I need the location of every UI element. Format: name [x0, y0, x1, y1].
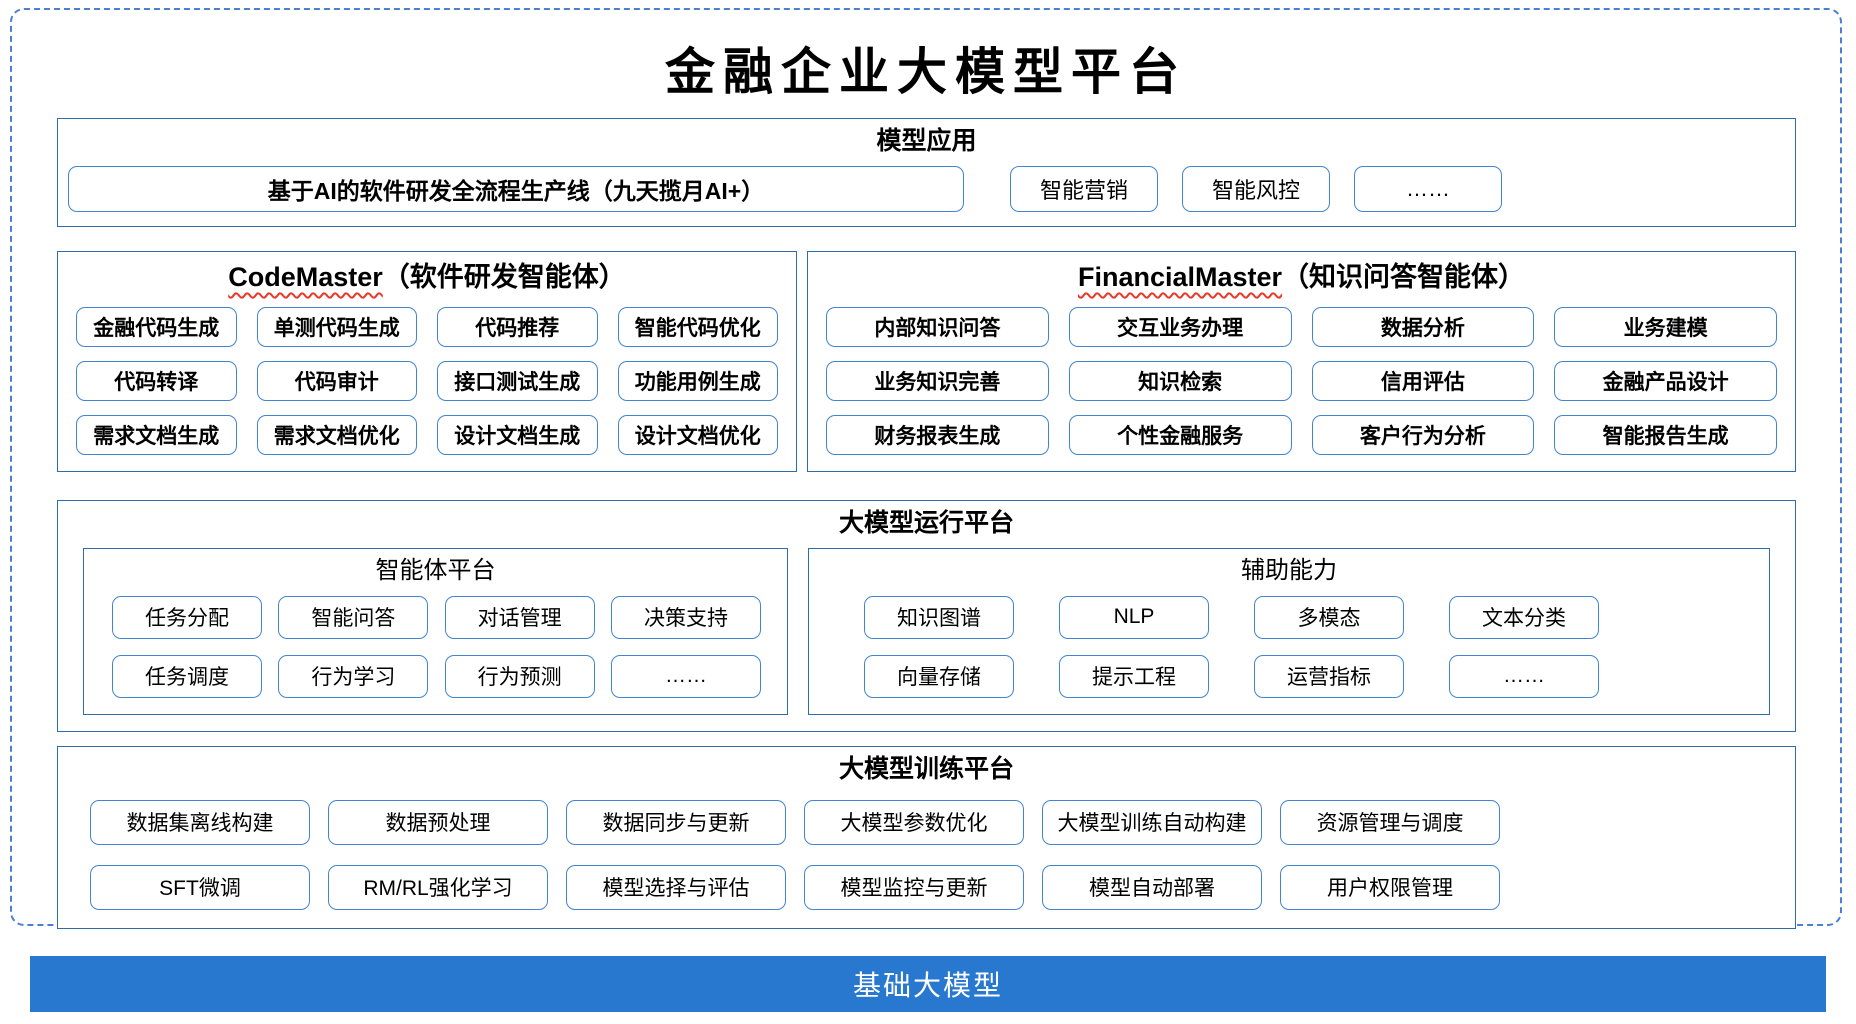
diagram-box: 单测代码生成 — [256, 306, 417, 347]
diagram-box: 智能报告生成 — [1554, 414, 1777, 455]
model-application-row: 基于AI的软件研发全流程生产线（九天揽月AI+） 智能营销 智能风控 …… — [68, 166, 1795, 212]
diagram-box: 个性金融服务 — [1068, 414, 1292, 455]
base-model-bar: 基础大模型 — [30, 956, 1826, 1012]
diagram-box: 金融产品设计 — [1554, 360, 1777, 401]
diagram-box: RM/RL强化学习 — [328, 864, 548, 910]
diagram-box: 金融代码生成 — [76, 306, 237, 347]
financialmaster-grid: 内部知识问答 交互业务办理 数据分析 业务建模 业务知识完善 知识检索 信用评估… — [826, 306, 1777, 455]
diagram-box: SFT微调 — [90, 864, 310, 910]
subsection-agent-platform: 智能体平台 任务分配 智能问答 对话管理 决策支持 任务调度 行为学习 行为预测… — [83, 547, 788, 715]
diagram-box: 运营指标 — [1254, 654, 1404, 698]
diagram-box: 模型监控与更新 — [804, 864, 1024, 910]
diagram-box: 需求文档生成 — [76, 414, 237, 455]
diagram-box: …… — [1449, 654, 1599, 698]
codemaster-grid: 金融代码生成 单测代码生成 代码推荐 智能代码优化 代码转译 代码审计 接口测试… — [76, 306, 778, 455]
diagram-box: 模型自动部署 — [1042, 864, 1262, 910]
codemaster-title: CodeMaster（软件研发智能体） — [58, 252, 796, 295]
section-model-application: 模型应用 基于AI的软件研发全流程生产线（九天揽月AI+） 智能营销 智能风控 … — [57, 118, 1796, 227]
diagram-box: 数据预处理 — [328, 799, 548, 845]
diagram-box: 财务报表生成 — [826, 414, 1049, 455]
diagram-box: 知识检索 — [1068, 360, 1292, 401]
financialmaster-title-zh: （知识问答智能体） — [1282, 262, 1526, 292]
agents-columns: CodeMaster（软件研发智能体） 金融代码生成 单测代码生成 代码推荐 智… — [57, 251, 1796, 472]
diagram-box: 决策支持 — [610, 595, 761, 639]
diagram-box: 业务建模 — [1554, 306, 1777, 347]
diagram-box: 行为预测 — [444, 654, 595, 698]
agent-platform-grid: 任务分配 智能问答 对话管理 决策支持 任务调度 行为学习 行为预测 …… — [112, 595, 761, 698]
diagram-box: …… — [1354, 166, 1502, 212]
runtime-columns: 智能体平台 任务分配 智能问答 对话管理 决策支持 任务调度 行为学习 行为预测… — [83, 547, 1770, 715]
codemaster-title-en: CodeMaster — [228, 262, 383, 292]
section-training-platform: 大模型训练平台 数据集离线构建 数据预处理 数据同步与更新 大模型参数优化 大模… — [57, 745, 1796, 929]
aux-capabilities-grid: 知识图谱 NLP 多模态 文本分类 向量存储 提示工程 运营指标 …… — [864, 595, 1769, 698]
diagram-box: 对话管理 — [444, 595, 595, 639]
diagram-box: 数据分析 — [1311, 306, 1535, 347]
diagram-box: 功能用例生成 — [617, 360, 778, 401]
diagram-box: 多模态 — [1254, 595, 1404, 639]
diagram-box: 智能营销 — [1010, 166, 1158, 212]
section-financialmaster: FinancialMaster（知识问答智能体） 内部知识问答 交互业务办理 数… — [807, 251, 1796, 472]
diagram-box: 任务分配 — [112, 595, 262, 639]
diagram-box: 交互业务办理 — [1068, 306, 1292, 347]
diagram-box: 智能问答 — [278, 595, 429, 639]
agent-platform-title: 智能体平台 — [375, 556, 496, 584]
diagram-box: 客户行为分析 — [1311, 414, 1535, 455]
diagram-box: 任务调度 — [112, 654, 262, 698]
diagram-box: 代码转译 — [76, 360, 237, 401]
training-platform-title: 大模型训练平台 — [838, 754, 1014, 783]
diagram-box: 基于AI的软件研发全流程生产线（九天揽月AI+） — [68, 166, 964, 212]
diagram-box: 文本分类 — [1449, 595, 1599, 639]
aux-capabilities-title: 辅助能力 — [1241, 556, 1337, 584]
runtime-platform-title: 大模型运行平台 — [838, 508, 1014, 537]
training-grid: 数据集离线构建 数据预处理 数据同步与更新 大模型参数优化 大模型训练自动构建 … — [90, 799, 1795, 910]
diagram-box: …… — [610, 654, 761, 698]
model-application-title: 模型应用 — [876, 127, 977, 155]
financialmaster-title: FinancialMaster（知识问答智能体） — [808, 252, 1795, 295]
diagram-box: 向量存储 — [864, 654, 1014, 698]
diagram-box: 大模型训练自动构建 — [1042, 799, 1262, 845]
diagram-box: 接口测试生成 — [437, 360, 598, 401]
financialmaster-title-en: FinancialMaster — [1077, 262, 1283, 292]
section-runtime-platform: 大模型运行平台 智能体平台 任务分配 智能问答 对话管理 决策支持 任务调度 行… — [57, 499, 1796, 732]
diagram-box: 代码推荐 — [437, 306, 598, 347]
diagram-box: 代码审计 — [256, 360, 417, 401]
platform-dashed-frame: 金融企业大模型平台 模型应用 基于AI的软件研发全流程生产线（九天揽月AI+） … — [10, 8, 1842, 929]
codemaster-title-zh: （软件研发智能体） — [382, 262, 626, 292]
diagram-box: 智能代码优化 — [617, 306, 778, 347]
diagram-box: 业务知识完善 — [826, 360, 1049, 401]
diagram-box: 资源管理与调度 — [1280, 799, 1500, 845]
diagram-box: 数据同步与更新 — [566, 799, 786, 845]
diagram-box: NLP — [1059, 595, 1209, 639]
diagram-box: 内部知识问答 — [826, 306, 1049, 347]
diagram-box: 信用评估 — [1311, 360, 1535, 401]
section-codemaster: CodeMaster（软件研发智能体） 金融代码生成 单测代码生成 代码推荐 智… — [57, 251, 797, 472]
diagram-box: 模型选择与评估 — [566, 864, 786, 910]
diagram-box: 设计文档生成 — [437, 414, 598, 455]
diagram-box: 数据集离线构建 — [90, 799, 310, 845]
diagram-box: 智能风控 — [1182, 166, 1330, 212]
diagram-box: 设计文档优化 — [617, 414, 778, 455]
diagram-box: 用户权限管理 — [1280, 864, 1500, 910]
page-title: 金融企业大模型平台 — [665, 42, 1187, 101]
diagram-box: 行为学习 — [278, 654, 429, 698]
diagram-box: 提示工程 — [1059, 654, 1209, 698]
subsection-aux-capabilities: 辅助能力 知识图谱 NLP 多模态 文本分类 向量存储 提示工程 运营指标 …… — [808, 547, 1770, 715]
diagram-box: 知识图谱 — [864, 595, 1014, 639]
diagram-box: 大模型参数优化 — [804, 799, 1024, 845]
diagram-box: 需求文档优化 — [256, 414, 417, 455]
